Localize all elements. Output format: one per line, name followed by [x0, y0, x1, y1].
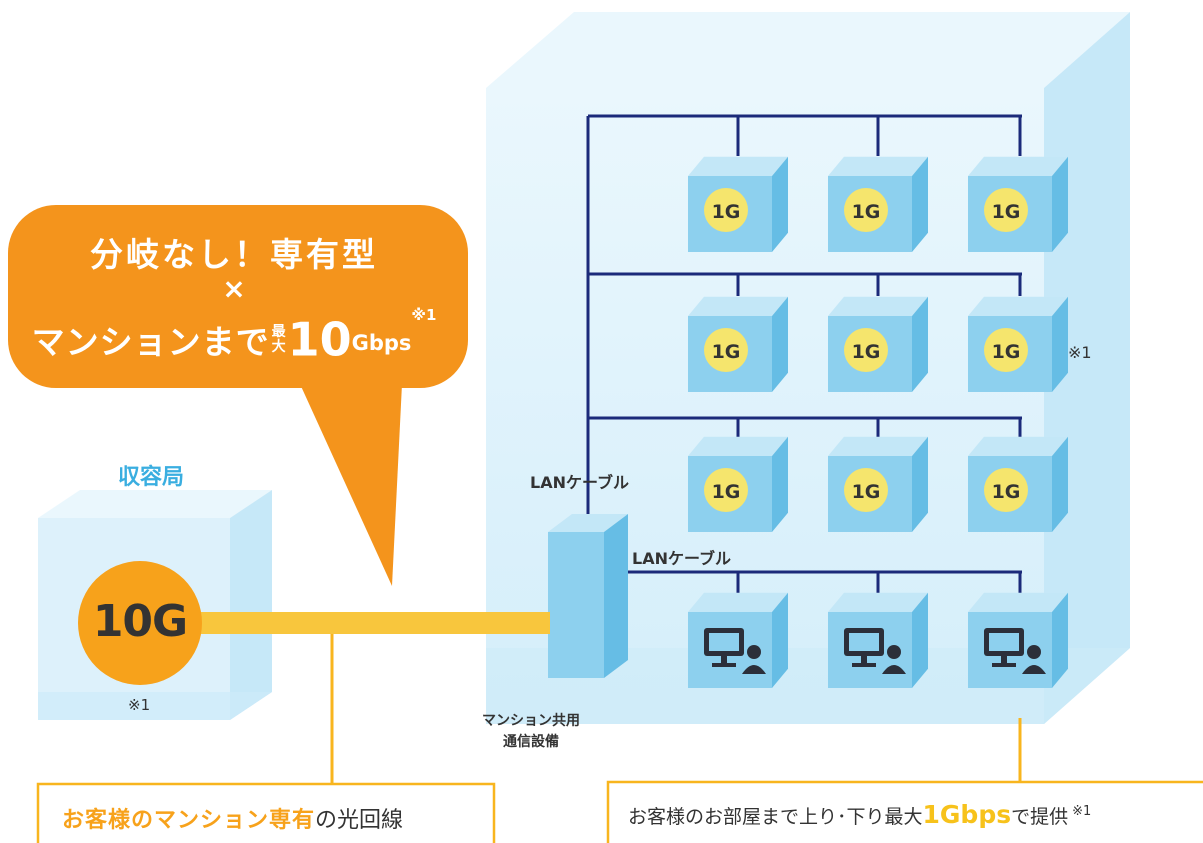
- callout-right-prefix: お客様のお部屋まで上り･下り最大: [628, 806, 923, 828]
- unit-speed-label: 1G: [852, 481, 881, 503]
- unit-speed-label: 1G: [852, 201, 881, 223]
- lan-cable-label-lower: LANケーブル: [632, 549, 732, 568]
- unit-cube: 1G: [968, 436, 1068, 532]
- unit-cube: 1G: [688, 436, 788, 532]
- computer-cube: [968, 592, 1068, 688]
- fiber-line: [190, 612, 550, 634]
- station-10g-circle: [78, 561, 202, 685]
- computer-user-icon: [844, 628, 906, 674]
- bubble-max: 最大: [271, 323, 286, 355]
- bubble-value: 10: [287, 312, 352, 367]
- unit-speed-label: 1G: [712, 481, 741, 503]
- lan-cable-network: [586, 114, 1022, 596]
- unit-speed-badge: [704, 328, 748, 372]
- bubble-prefix: マンションまで: [31, 322, 270, 362]
- unit-cube: 1G: [688, 296, 788, 392]
- unit-cube: 1G: [828, 156, 928, 252]
- computer-user-icon: [984, 628, 1046, 674]
- bubble-note: ※1: [411, 306, 437, 324]
- computer-cube: [688, 592, 788, 688]
- unit-cube: 1G: [688, 156, 788, 252]
- lan-cable-label-upper: LANケーブル: [530, 473, 630, 492]
- unit-cube: 1G: [968, 296, 1068, 392]
- bubble-line-2: ×: [222, 272, 246, 305]
- unit-speed-badge: [844, 328, 888, 372]
- callout-right-text: お客様のお部屋まで上り･下り最大1Gbpsで提供※1: [628, 800, 1091, 829]
- units-note: ※1: [1068, 343, 1092, 362]
- unit-cube: 1G: [828, 296, 928, 392]
- shared-equipment-label-2: 通信設備: [503, 734, 559, 750]
- computer-cube: [828, 592, 928, 688]
- bubble-line-1: 分岐なし！専有型: [90, 235, 378, 274]
- computer-user-icon: [704, 628, 766, 674]
- callout-right-suffix: で提供: [1011, 806, 1069, 828]
- callout-left-highlight: お客様のマンション専有: [62, 808, 316, 833]
- speech-bubble: [8, 205, 468, 586]
- unit-speed-label: 1G: [992, 481, 1021, 503]
- unit-speed-badge: [704, 188, 748, 232]
- bubble-line-3: マンションまで最大10Gbps ※1: [0, 306, 468, 367]
- callout-right-highlight: 1Gbps: [922, 800, 1012, 829]
- unit-speed-badge: [844, 468, 888, 512]
- unit-cube: 1G: [968, 156, 1068, 252]
- shared-equipment-label-1: マンション共用: [482, 713, 580, 729]
- station-speed: 10G: [92, 596, 188, 647]
- station-note: ※1: [128, 696, 151, 714]
- unit-speed-label: 1G: [852, 341, 881, 363]
- unit-speed-label: 1G: [712, 201, 741, 223]
- shared-equipment: [548, 514, 628, 678]
- callout-connectors: [330, 634, 1022, 784]
- callout-boxes: [36, 780, 1203, 843]
- unit-cube: 1G: [828, 436, 928, 532]
- unit-speed-label: 1G: [992, 201, 1021, 223]
- bubble-unit: Gbps: [351, 331, 412, 355]
- apartment-units: 1G 1G 1G 1G 1G 1G 1G 1G 1G: [688, 156, 1068, 688]
- callout-right-note: ※1: [1072, 804, 1092, 819]
- callout-left-text: お客様のマンション専有の光回線: [62, 802, 403, 834]
- unit-speed-badge: [844, 188, 888, 232]
- unit-speed-label: 1G: [712, 341, 741, 363]
- station-label: 収容局: [118, 465, 185, 490]
- unit-speed-label: 1G: [992, 341, 1021, 363]
- unit-speed-badge: [984, 188, 1028, 232]
- callout-left-rest: の光回線: [315, 808, 404, 833]
- unit-speed-badge: [984, 468, 1028, 512]
- unit-speed-badge: [704, 468, 748, 512]
- unit-speed-badge: [984, 328, 1028, 372]
